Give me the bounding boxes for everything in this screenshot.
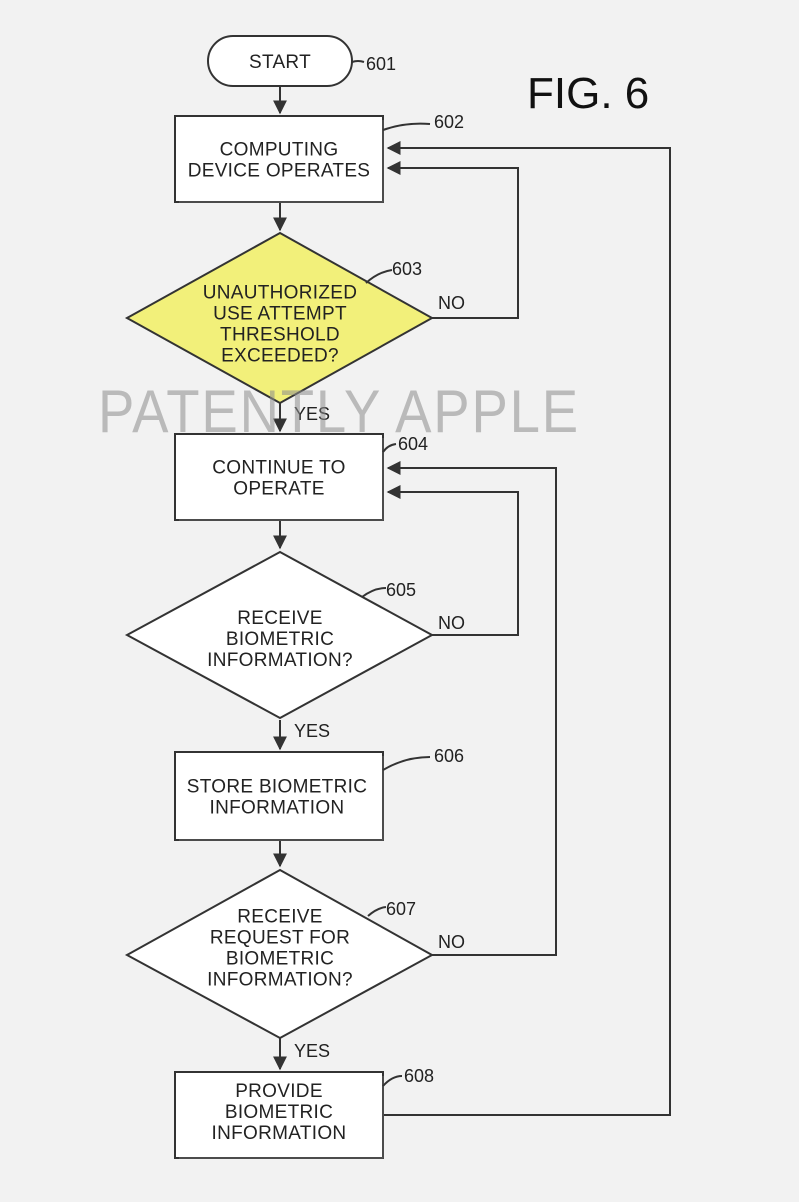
- label-line: INFORMATION: [212, 1123, 347, 1144]
- leader-605: [361, 587, 387, 598]
- branch-603-no: NO: [438, 293, 465, 313]
- label-line: REQUEST FOR: [210, 928, 350, 949]
- branch-603-yes: YES: [294, 404, 330, 424]
- box-shadow: [179, 438, 384, 521]
- branch-607-yes: YES: [294, 1041, 330, 1061]
- label-line: BIOMETRIC: [226, 949, 334, 970]
- arrow-605-no-604: [386, 485, 519, 636]
- label-line: START: [249, 52, 311, 73]
- ref-604: 604: [398, 434, 428, 454]
- label-line: UNAUTHORIZED: [203, 283, 358, 304]
- label-line: PROVIDE: [235, 1081, 323, 1102]
- label-line: USE ATTEMPT: [213, 304, 347, 325]
- box-shadow: [179, 756, 384, 841]
- connectors: [273, 86, 671, 1116]
- label-line: RECEIVE: [237, 907, 323, 928]
- branch-607-no: NO: [438, 932, 465, 952]
- label-line: INFORMATION?: [207, 650, 353, 671]
- decision-diamond: [124, 868, 435, 1040]
- ref-601: 601: [366, 54, 396, 74]
- leader-601: [351, 60, 365, 63]
- ref-602: 602: [434, 112, 464, 132]
- leader-606: [382, 756, 431, 771]
- decision-diamond: [124, 550, 435, 720]
- label-line: OPERATE: [233, 479, 325, 500]
- node-601-start: START 601: [207, 35, 396, 87]
- ref-608: 608: [404, 1066, 434, 1086]
- label-line: CONTINUE TO: [212, 458, 346, 479]
- ref-605: 605: [386, 580, 416, 600]
- ref-606: 606: [434, 746, 464, 766]
- branch-605-yes: YES: [294, 721, 330, 741]
- label-line: RECEIVE: [237, 608, 323, 629]
- process-box: [174, 1071, 384, 1159]
- label-line: BIOMETRIC: [225, 1102, 333, 1123]
- label-line: BIOMETRIC: [226, 629, 334, 650]
- leader-602: [382, 122, 431, 131]
- arrow-607-no-604: [386, 461, 557, 956]
- figure-title: FIG. 6: [527, 69, 649, 118]
- leader-604: [382, 443, 397, 453]
- label-line: EXCEEDED?: [221, 346, 339, 367]
- leader-603: [365, 269, 393, 284]
- ref-607: 607: [386, 899, 416, 919]
- label-line: COMPUTING: [220, 140, 339, 161]
- watermark-text: PATENTLY APPLE: [98, 378, 580, 445]
- label-line: INFORMATION?: [207, 970, 353, 991]
- process-box: [174, 751, 384, 841]
- branch-605-no: NO: [438, 613, 465, 633]
- box-shadow: [179, 1076, 384, 1159]
- leader-607: [367, 906, 387, 917]
- box-shadow: [179, 120, 384, 203]
- arrow-603-no-602: [386, 161, 519, 319]
- ref-603: 603: [392, 259, 422, 279]
- label-line: THRESHOLD: [220, 325, 340, 346]
- arrow-608-602: [382, 141, 671, 1116]
- label-line: STORE BIOMETRIC: [187, 777, 367, 798]
- leader-608: [382, 1075, 403, 1087]
- label-line: INFORMATION: [210, 798, 345, 819]
- node-601-label: START: [249, 52, 311, 73]
- label-line: DEVICE OPERATES: [188, 161, 371, 182]
- decision-diamond-highlighted: [124, 231, 435, 405]
